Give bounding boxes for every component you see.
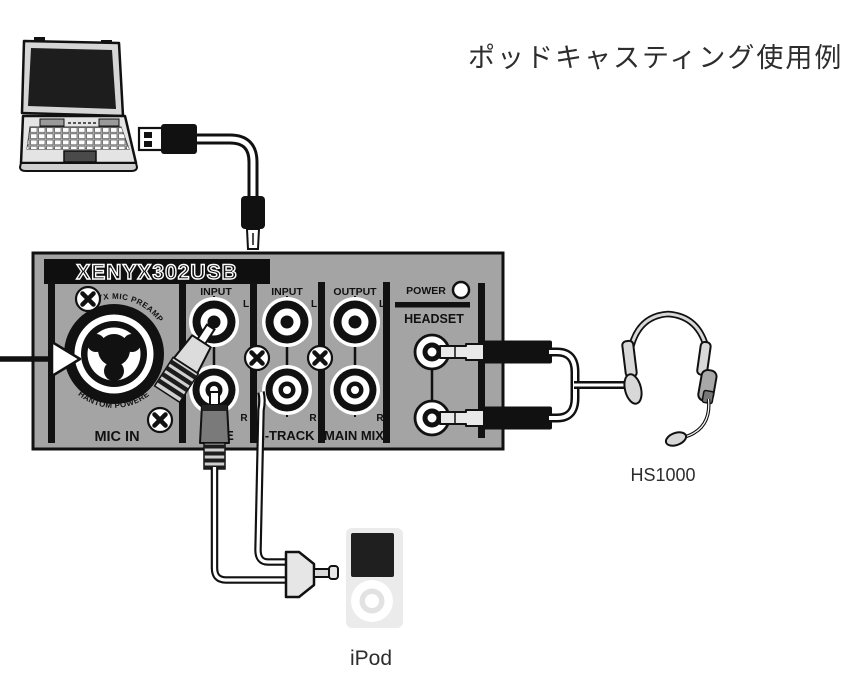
screw-icon xyxy=(146,406,174,434)
ipod-illustration xyxy=(346,528,403,628)
usb-a-pin xyxy=(144,141,152,147)
usb-cable-core xyxy=(196,136,256,198)
headset-model-label: HS1000 xyxy=(630,465,695,485)
laptop-hinge-cover-right xyxy=(98,118,120,127)
laptop-hinge-cover-left xyxy=(39,118,65,127)
laptop-screen xyxy=(28,48,116,109)
line-l-plug xyxy=(153,323,216,404)
divider xyxy=(383,282,390,443)
ipod-cable-right-core xyxy=(212,467,286,582)
line-r-plug xyxy=(199,391,230,470)
rca-group-2track xyxy=(262,296,312,417)
headset-left-earpad xyxy=(623,373,643,405)
power-led xyxy=(451,280,471,300)
ipod-label: iPod xyxy=(350,647,392,670)
line-l-label: L xyxy=(243,299,249,310)
mainmix-header-label: OUTPUT xyxy=(333,286,377,298)
laptop-touchpad xyxy=(63,150,97,163)
2track-label: 2-TRACK xyxy=(257,428,315,443)
line-r-label: R xyxy=(240,413,248,424)
ipod-screen xyxy=(351,533,394,577)
headset-headband-fill xyxy=(628,312,709,354)
headset-boom-joint xyxy=(701,389,715,405)
headset-plug-top xyxy=(439,340,552,364)
mainmix-l-label: L xyxy=(379,299,385,310)
usb-cable-outline xyxy=(196,133,259,198)
mic-in-label: MIC IN xyxy=(94,429,139,445)
mainmix-r-label: R xyxy=(376,413,384,424)
power-label: POWER xyxy=(406,285,446,297)
usb-a-pin xyxy=(144,132,152,138)
laptop-illustration xyxy=(18,37,139,172)
usb-mini-plug-body xyxy=(241,196,265,229)
mic-in-arrow xyxy=(0,340,82,378)
usb-cable xyxy=(137,124,265,250)
diagram-title: ポッドキャスティング使用例 xyxy=(468,43,843,73)
mic-combo-jack xyxy=(64,304,164,404)
screw-icon xyxy=(243,344,271,372)
laptop-keyboard xyxy=(27,127,129,149)
mixer-logo: XENYX302USB xyxy=(76,261,238,284)
usb-a-plug-body xyxy=(161,124,197,154)
laptop-front-edge xyxy=(18,162,139,172)
minijack-shaft xyxy=(313,568,331,578)
ipod-cable-left-core xyxy=(256,391,286,564)
screw-icon xyxy=(306,344,334,372)
mixer-logo-strip xyxy=(44,259,270,284)
headset-label: HEADSET xyxy=(404,312,464,326)
line-header-label: INPUT xyxy=(200,286,232,298)
headset-mic-capsule xyxy=(664,431,688,447)
minijack-tip xyxy=(328,565,339,580)
y-adapter-minijack xyxy=(284,550,339,599)
mainmix-label: MAIN MIX xyxy=(324,428,384,443)
rca-group-mainmix xyxy=(330,296,380,417)
ipod-center-button xyxy=(365,594,379,608)
headset-section-bar xyxy=(395,302,470,308)
headset-left-strap xyxy=(621,339,638,379)
2track-r-label: R xyxy=(309,413,317,424)
headset-illustration xyxy=(621,310,718,447)
headset-cable-loop xyxy=(549,347,629,423)
2track-l-label: L xyxy=(311,299,317,310)
headset-headband xyxy=(626,310,711,356)
headset-plug-bottom xyxy=(439,406,552,430)
2track-header-label: INPUT xyxy=(271,286,303,298)
screw-icon xyxy=(74,285,102,313)
